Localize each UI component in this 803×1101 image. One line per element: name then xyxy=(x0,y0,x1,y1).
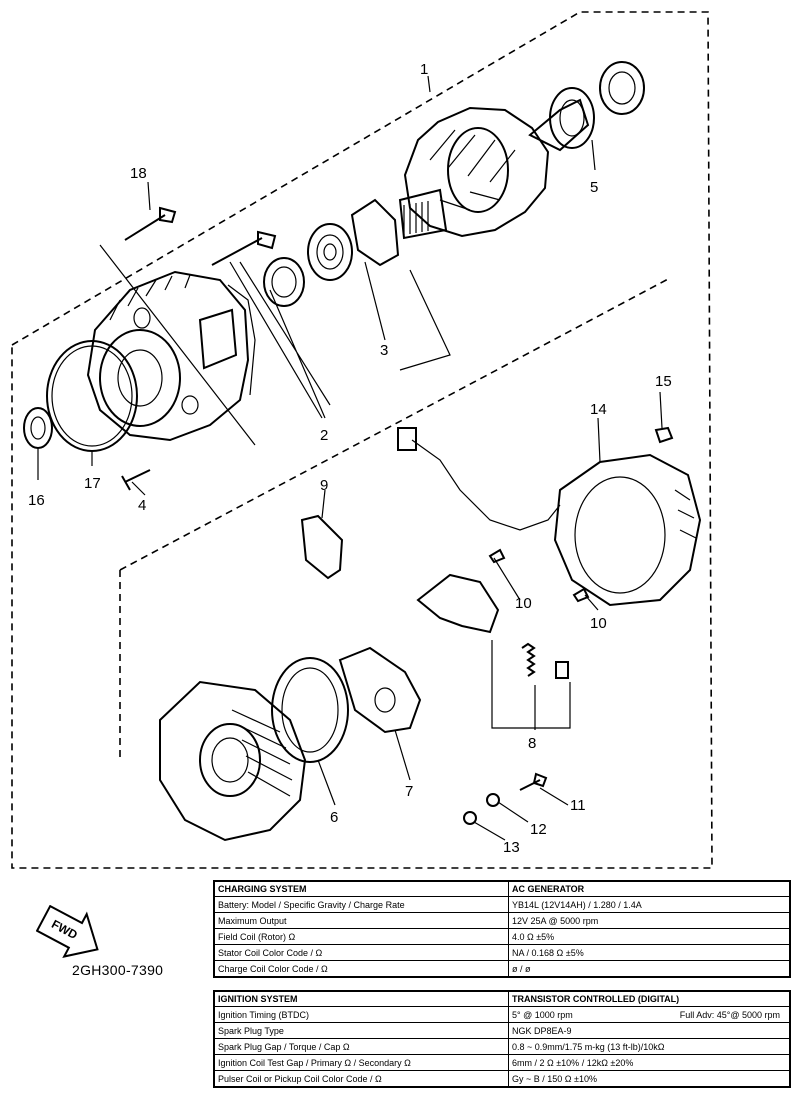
row-label: Maximum Output xyxy=(213,912,509,929)
bearing-plate xyxy=(350,198,400,267)
table-row: Ignition Timing (BTDC) 5° @ 1000 rpm Ful… xyxy=(213,1006,791,1023)
row-value: 5° @ 1000 rpm Full Adv: 45°@ 5000 rpm xyxy=(508,1006,791,1023)
charging-header-value: AC Generator xyxy=(508,880,791,897)
washer-12 xyxy=(486,793,500,807)
row-label: Pulser Coil or Pickup Coil Color Code / … xyxy=(213,1070,509,1088)
brush-8 xyxy=(555,661,569,679)
callout-13: 13 xyxy=(503,839,520,856)
part-code: 2GH300-7390 xyxy=(72,962,164,978)
table-row: Spark Plug Type NGK DP8EA-9 xyxy=(213,1022,791,1039)
table-row: Stator Coil Color Code / Ω NA / 0.168 Ω … xyxy=(213,944,791,961)
connector xyxy=(397,427,417,451)
table-row: Pulser Coil or Pickup Coil Color Code / … xyxy=(213,1070,791,1088)
nut-15 xyxy=(654,426,674,444)
callout-2: 2 xyxy=(320,427,328,444)
brush-holder-7 xyxy=(338,646,422,734)
screw-10a xyxy=(488,548,506,564)
through-bolt-2 xyxy=(211,230,277,266)
table-row: Maximum Output 12V 25A @ 5000 rpm xyxy=(213,912,791,929)
callout-8: 8 xyxy=(528,735,536,752)
rectifier-bracket xyxy=(416,573,500,634)
row-value: 4.0 Ω ±5% xyxy=(508,928,791,945)
row-value: Gy ~ B / 150 Ω ±10% xyxy=(508,1070,791,1088)
row-value: NA / 0.168 Ω ±5% xyxy=(508,944,791,961)
bolt-4 xyxy=(121,469,151,491)
timing-value: 5° @ 1000 rpm xyxy=(512,1009,573,1020)
charging-system-table: Charging System AC Generator Battery: Mo… xyxy=(213,880,791,978)
callout-9: 9 xyxy=(320,477,328,494)
table-row: Field Coil (Rotor) Ω 4.0 Ω ±5% xyxy=(213,928,791,945)
o-ring-17-inner xyxy=(51,345,133,447)
table-row: Battery: Model / Specific Gravity / Char… xyxy=(213,896,791,913)
rear-housing xyxy=(159,680,307,842)
rotor-assembly xyxy=(398,87,595,240)
callout-3: 3 xyxy=(380,342,388,359)
fwd-label: FWD xyxy=(49,917,80,942)
callout-15: 15 xyxy=(655,373,672,390)
callout-5: 5 xyxy=(590,179,598,196)
row-label: Spark Plug Type xyxy=(213,1022,509,1039)
callout-1: 1 xyxy=(420,61,428,78)
oil-seal-16 xyxy=(23,407,53,449)
row-value: 6mm / 2 Ω ±10% / 12kΩ ±20% xyxy=(508,1054,791,1071)
bearing-3 xyxy=(307,223,353,281)
rear-cover-14 xyxy=(553,453,702,607)
ignition-header-row: Ignition System Transistor Controlled (D… xyxy=(213,990,791,1007)
row-label: Spark Plug Gap / Torque / Cap Ω xyxy=(213,1038,509,1055)
bearing-5 xyxy=(599,61,645,115)
row-value: ø / ø xyxy=(508,960,791,978)
washer-13 xyxy=(463,811,477,825)
seal-ring-inner xyxy=(271,266,297,298)
ignition-system-table: Ignition System Transistor Controlled (D… xyxy=(213,990,791,1088)
callout-16: 16 xyxy=(28,492,45,509)
callout-6: 6 xyxy=(330,809,338,826)
brush-spring-8 xyxy=(521,642,536,677)
row-label: Charge Coil Color Code / Ω xyxy=(213,960,509,978)
row-value: 12V 25A @ 5000 rpm xyxy=(508,912,791,929)
row-label: Ignition Coil Test Gap / Primary Ω / Sec… xyxy=(213,1054,509,1071)
front-housing xyxy=(86,270,256,442)
callout-12: 12 xyxy=(530,821,547,838)
callout-11: 11 xyxy=(570,797,586,814)
screw-10b xyxy=(572,587,590,603)
table-row: Charge Coil Color Code / Ω ø / ø xyxy=(213,960,791,978)
charging-header-row: Charging System AC Generator xyxy=(213,880,791,897)
row-value: 0.8 ~ 0.9mm/1.75 m-kg (13 ft-lb)/10kΩ xyxy=(508,1038,791,1055)
regulator-9 xyxy=(300,514,344,580)
screw-11 xyxy=(519,772,548,791)
callout-10b: 10 xyxy=(590,615,607,632)
table-row: Ignition Coil Test Gap / Primary Ω / Sec… xyxy=(213,1054,791,1071)
callout-7: 7 xyxy=(405,783,413,800)
charging-header: Charging System xyxy=(213,880,509,897)
callout-17: 17 xyxy=(84,475,101,492)
assembly-boundary xyxy=(11,11,713,869)
callout-18: 18 xyxy=(130,165,147,182)
row-label: Field Coil (Rotor) Ω xyxy=(213,928,509,945)
alternator-exploded-diagram: 1 2 3 4 5 6 7 8 9 10 10 11 12 13 14 15 1… xyxy=(11,11,713,869)
table-row: Spark Plug Gap / Torque / Cap Ω 0.8 ~ 0.… xyxy=(213,1038,791,1055)
stator-6 xyxy=(271,657,349,763)
leader-lines xyxy=(37,75,663,841)
callout-14: 14 xyxy=(590,401,607,418)
row-value: NGK DP8EA-9 xyxy=(508,1022,791,1039)
fwd-arrow-icon: FWD xyxy=(36,905,99,958)
seal-ring xyxy=(263,257,305,307)
callout-10a: 10 xyxy=(515,595,532,612)
row-value: YB14L (12V14AH) / 1.280 / 1.4A xyxy=(508,896,791,913)
lower-assembly-boundary xyxy=(119,277,671,760)
ignition-header: Ignition System xyxy=(213,990,509,1007)
row-label: Ignition Timing (BTDC) xyxy=(213,1006,509,1023)
row-label: Battery: Model / Specific Gravity / Char… xyxy=(213,896,509,913)
row-label: Stator Coil Color Code / Ω xyxy=(213,944,509,961)
callout-4: 4 xyxy=(138,497,146,514)
bolt-18 xyxy=(124,206,177,241)
ignition-header-value: Transistor Controlled (Digital) xyxy=(508,990,791,1007)
brush-holder-7-hole xyxy=(374,687,396,713)
wire-harness xyxy=(411,439,561,531)
full-advance-value: Full Adv: 45°@ 5000 rpm xyxy=(679,1009,780,1020)
callout-labels: 1 2 3 4 5 6 7 8 9 10 10 11 12 13 14 15 1… xyxy=(28,61,672,856)
